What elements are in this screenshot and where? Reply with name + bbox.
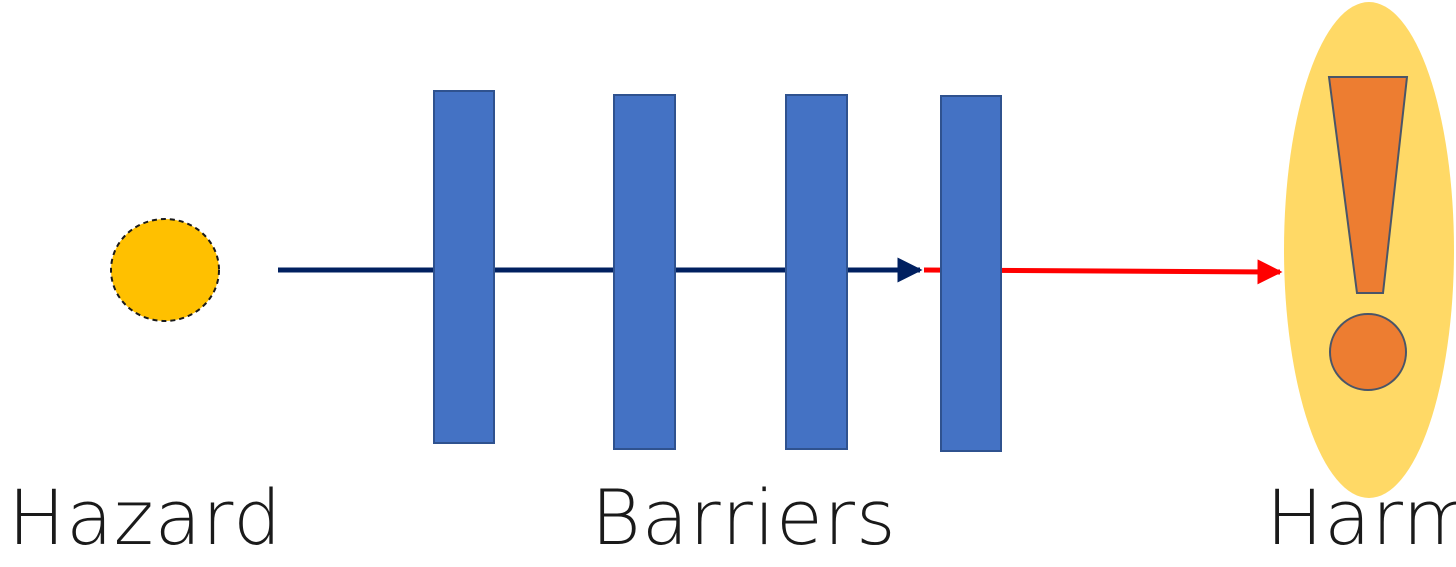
hazard-label: Hazard xyxy=(8,473,283,562)
barrier-4 xyxy=(940,95,1002,452)
exclamation-icon xyxy=(1327,76,1409,391)
harm-label: Harm xyxy=(1266,473,1456,562)
barrier-2 xyxy=(613,94,676,450)
barriers-label: Barriers xyxy=(591,473,897,562)
barrier-3 xyxy=(785,94,848,450)
harm-group xyxy=(1284,2,1454,498)
hazard-circle-icon xyxy=(110,218,220,322)
barrier-1 xyxy=(433,90,495,444)
